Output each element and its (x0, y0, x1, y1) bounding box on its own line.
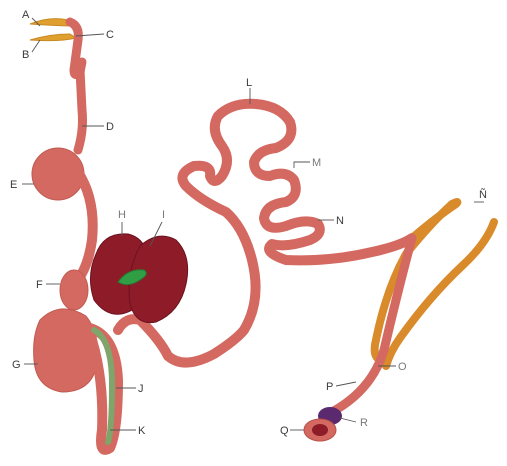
label-M: M (312, 157, 321, 169)
leader-B (32, 40, 40, 52)
label-K: K (138, 425, 146, 437)
label-P: P (326, 381, 333, 393)
proventriculus (60, 270, 88, 310)
vent-inner (312, 424, 328, 436)
leader-M (294, 162, 310, 168)
label-F: F (36, 279, 43, 291)
label-Q: Q (280, 425, 289, 437)
label-R: R (360, 417, 368, 429)
esophagus (78, 70, 83, 150)
gizzard (34, 309, 98, 392)
leader-R (340, 418, 356, 422)
label-Ntilde: Ñ (479, 188, 487, 201)
label-D: D (106, 121, 114, 133)
label-B: B (22, 49, 29, 61)
cloaca (304, 407, 342, 441)
label-C: C (106, 29, 114, 41)
lower-beak (30, 34, 76, 41)
label-L: L (246, 77, 252, 89)
label-J: J (138, 383, 144, 395)
label-O: O (398, 361, 407, 373)
label-I: I (162, 209, 165, 221)
leader-P (336, 382, 356, 386)
label-A: A (22, 9, 30, 21)
small-intestine (118, 104, 412, 363)
label-G: G (12, 359, 21, 371)
label-E: E (10, 179, 17, 191)
label-N: N (336, 215, 344, 227)
label-H: H (118, 209, 126, 221)
